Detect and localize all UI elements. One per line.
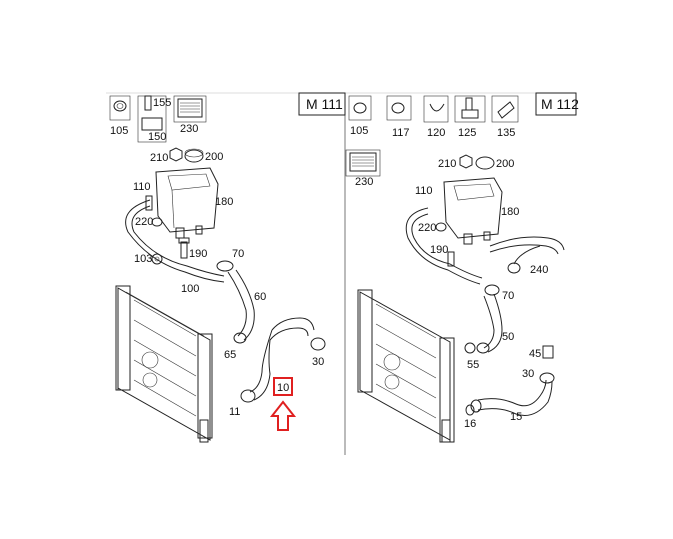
hose-240-right — [489, 236, 565, 274]
hose-100-left — [125, 195, 225, 283]
model-label-right: M 112 — [541, 96, 579, 112]
callout-r-50: 50 — [502, 331, 514, 343]
callout-r-30: 30 — [522, 368, 534, 380]
model-label-left: M 111 — [306, 96, 343, 112]
callout-r-125: 125 — [458, 127, 476, 139]
part-230-label-plate-icon-r — [345, 149, 381, 177]
callout-r-16: 16 — [464, 418, 476, 430]
part-150-bracket-icon — [137, 95, 167, 143]
callout-l-70: 70 — [232, 248, 244, 260]
part-190-sensor-icon-r — [447, 251, 455, 267]
callout-r-45: 45 — [529, 348, 541, 360]
left-panel-frame — [106, 93, 346, 453]
hose-15-right — [470, 372, 555, 416]
part-103-nut-icon — [151, 253, 163, 265]
part-220-grommet-icon — [151, 217, 163, 227]
callout-l-10: 10 — [277, 382, 289, 394]
callout-l-60: 60 — [254, 291, 266, 303]
callout-r-55: 55 — [467, 359, 479, 371]
callout-r-70: 70 — [502, 290, 514, 302]
callout-l-110: 110 — [133, 181, 151, 193]
part-105-clamp-icon-r — [348, 95, 372, 121]
model-box-right — [535, 92, 577, 116]
callout-l-11: 11 — [229, 406, 240, 418]
callout-l-190: 190 — [189, 248, 207, 260]
radiator-right — [357, 289, 455, 443]
callout-l-220: 220 — [135, 216, 153, 228]
highlight-arrow-icon — [269, 400, 297, 431]
callout-l-150: 150 — [148, 131, 166, 143]
part-45-cap-icon — [542, 345, 554, 359]
callout-l-200: 200 — [205, 151, 223, 163]
highlight-box — [273, 377, 293, 396]
callout-l-103: 103 — [134, 253, 152, 265]
model-box-left — [298, 92, 346, 116]
callout-r-180: 180 — [501, 206, 519, 218]
part-16-clamp-icon — [465, 404, 475, 416]
part-117-clamp-icon — [386, 95, 412, 121]
callout-l-100: 100 — [181, 283, 199, 295]
callout-l-210: 210 — [150, 152, 168, 164]
part-200-cap-icon-r — [475, 156, 495, 170]
callout-r-15: 15 — [510, 411, 522, 423]
callout-l-105: 105 — [110, 125, 128, 137]
callout-r-240: 240 — [530, 264, 548, 276]
part-135-clip-icon — [491, 95, 519, 123]
callout-r-210: 210 — [438, 158, 456, 170]
part-105-clamp-icon — [109, 95, 131, 121]
callout-r-220: 220 — [418, 222, 436, 234]
callout-r-190: 190 — [430, 244, 448, 256]
part-210-cap-icon-r — [459, 154, 473, 169]
part-55-clamp-icon — [464, 342, 476, 354]
expansion-tank-right — [443, 177, 503, 245]
part-210-cap-icon — [169, 147, 183, 162]
radiator-left — [115, 285, 213, 443]
callout-r-105: 105 — [350, 125, 368, 137]
hose-60-left — [216, 260, 255, 344]
callout-r-117: 117 — [392, 127, 410, 139]
callout-l-155: 155 — [153, 97, 171, 109]
hose-110-right — [405, 207, 483, 285]
part-125-bracket-icon — [454, 95, 486, 123]
part-200-cap-icon — [184, 148, 204, 163]
part-230-label-plate-icon — [173, 95, 207, 123]
callout-l-65: 65 — [224, 349, 236, 361]
hose-50-right — [476, 284, 503, 354]
callout-r-200: 200 — [496, 158, 514, 170]
callout-l-180: 180 — [215, 196, 233, 208]
callout-r-230: 230 — [355, 176, 373, 188]
callout-r-120: 120 — [427, 127, 445, 139]
part-220-grommet-icon-r — [435, 222, 447, 232]
part-120-clip-icon — [423, 95, 449, 123]
callout-r-110: 110 — [415, 185, 433, 197]
part-190-sensor-icon — [178, 237, 190, 259]
hose-10-left — [240, 317, 326, 403]
callout-l-30: 30 — [312, 356, 324, 368]
callout-l-230: 230 — [180, 123, 198, 135]
callout-r-135: 135 — [497, 127, 515, 139]
